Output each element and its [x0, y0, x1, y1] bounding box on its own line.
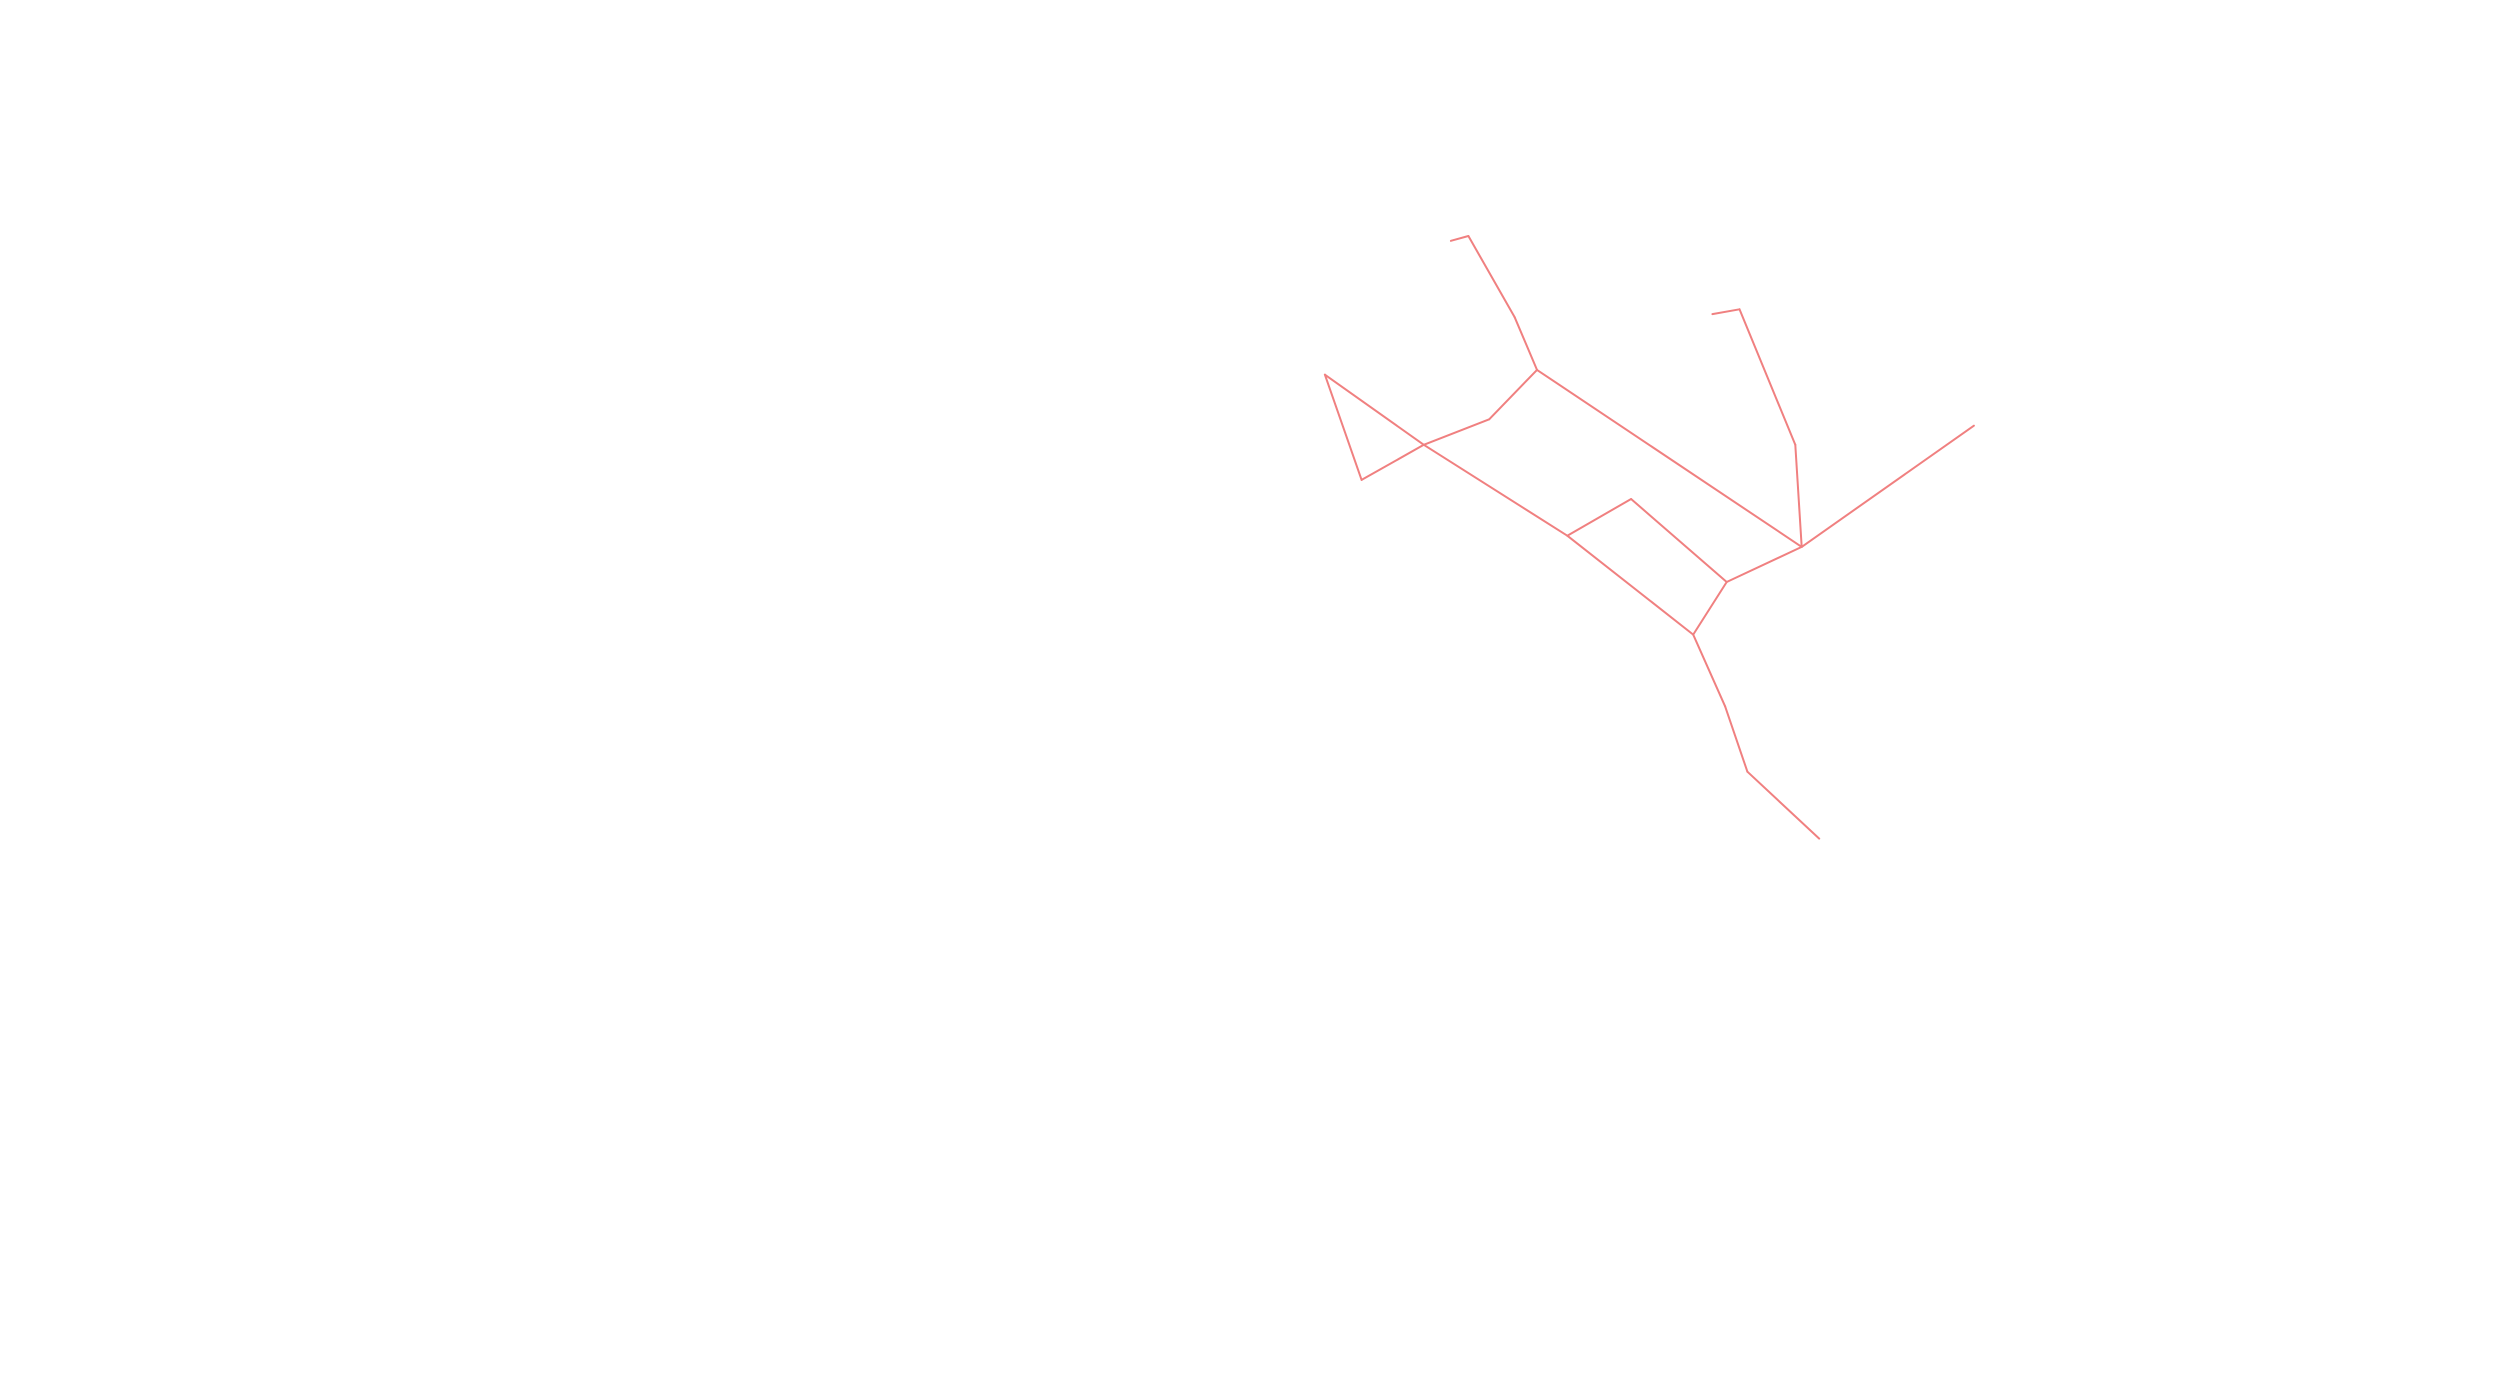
network-segment	[1467, 235, 1516, 319]
network-segment	[1692, 633, 1727, 708]
network-segment	[1630, 498, 1728, 583]
network-segment	[1449, 235, 1470, 242]
line-segments	[1323, 235, 1975, 840]
network-segment	[1422, 443, 1569, 537]
network-segment	[1488, 368, 1538, 421]
network-segment	[1323, 373, 1425, 446]
network-segment	[1725, 545, 1803, 583]
network-segment	[1536, 368, 1803, 548]
network-segment	[1711, 308, 1741, 316]
network-segment	[1724, 705, 1749, 773]
network-segment	[1323, 373, 1363, 481]
network-segment	[1800, 424, 1975, 548]
network-segment	[1746, 770, 1821, 840]
network-segment	[1360, 443, 1425, 481]
network-segment	[1422, 418, 1491, 446]
network-segment	[1738, 308, 1797, 446]
network-segment	[1566, 498, 1633, 537]
network-segment	[1513, 316, 1538, 371]
network-segment	[1566, 534, 1695, 636]
network-segment	[1692, 581, 1728, 636]
network-segment	[1794, 443, 1803, 548]
